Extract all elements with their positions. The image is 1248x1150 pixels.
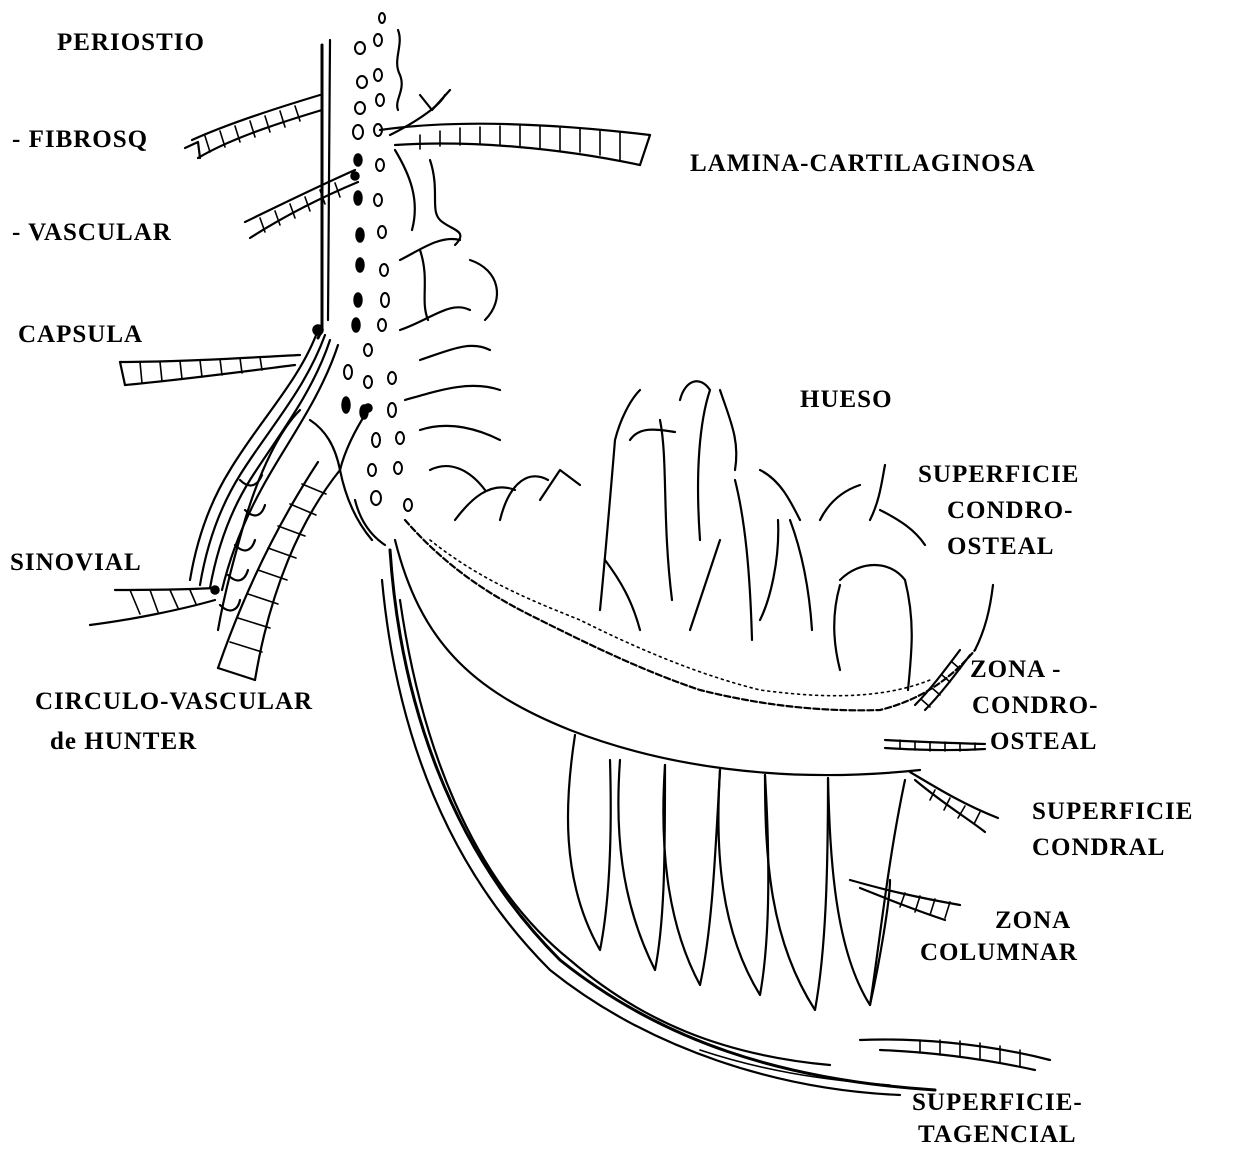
label-lamina-cartilaginosa: LAMINA-CARTILAGINOSA [690, 149, 1036, 179]
pointer-fibrosq [185, 95, 322, 158]
label-superficie-condral-2: CONDRAL [1032, 833, 1165, 863]
pointer-zona-condro-osteal [885, 740, 985, 751]
label-hueso: HUESO [800, 385, 893, 415]
label-superficie-condro-osteal-3: OSTEAL [947, 532, 1054, 562]
label-superficie-condral-1: SUPERFICIE [1032, 797, 1193, 827]
label-zona-columnar-1: ZONA [995, 906, 1071, 936]
label-sinovial: SINOVIAL [10, 548, 142, 578]
capsule-bundle [190, 325, 385, 630]
pointer-lamina [380, 124, 650, 165]
label-superficie-tagencial-2: TAGENCIAL [918, 1120, 1077, 1150]
columnar-zone [568, 735, 905, 1010]
label-vascular: - VASCULAR [12, 218, 172, 248]
label-superficie-condro-osteal-1: SUPERFICIE [918, 460, 1079, 490]
label-circulo-vascular: CIRCULO-VASCULAR [35, 687, 313, 717]
tangential-surface [382, 550, 935, 1095]
label-superficie-tagencial-1: SUPERFICIE- [912, 1088, 1083, 1118]
periosteum-inner-line [328, 40, 330, 320]
label-superficie-condro-osteal-2: CONDRO- [947, 496, 1073, 526]
label-capsula: CAPSULA [18, 320, 143, 350]
chondro-osseous-stipple [430, 540, 930, 696]
pointer-sinovial [90, 588, 215, 625]
pointer-zona-columnar [850, 880, 960, 920]
label-fibrosq: - FIBROSQ [12, 125, 148, 155]
label-zona-columnar-2: COLUMNAR [920, 938, 1078, 968]
pointer-capsula [120, 355, 300, 385]
pointer-circulo-vascular [218, 404, 372, 680]
label-zona-condro-osteal-2: CONDRO- [972, 691, 1098, 721]
label-de-hunter: de HUNTER [50, 727, 197, 757]
label-periostio: PERIOSTIO [57, 28, 205, 58]
label-zona-condro-osteal-3: OSTEAL [990, 727, 1097, 757]
label-zona-condro-osteal-1: ZONA - [970, 655, 1061, 685]
pointer-superficie-tagencial [860, 1040, 1050, 1070]
chondro-osseous-surface [405, 520, 975, 710]
pointer-vascular [245, 170, 359, 238]
pointer-superficie-condral [910, 772, 998, 832]
chondral-surface [395, 540, 920, 775]
